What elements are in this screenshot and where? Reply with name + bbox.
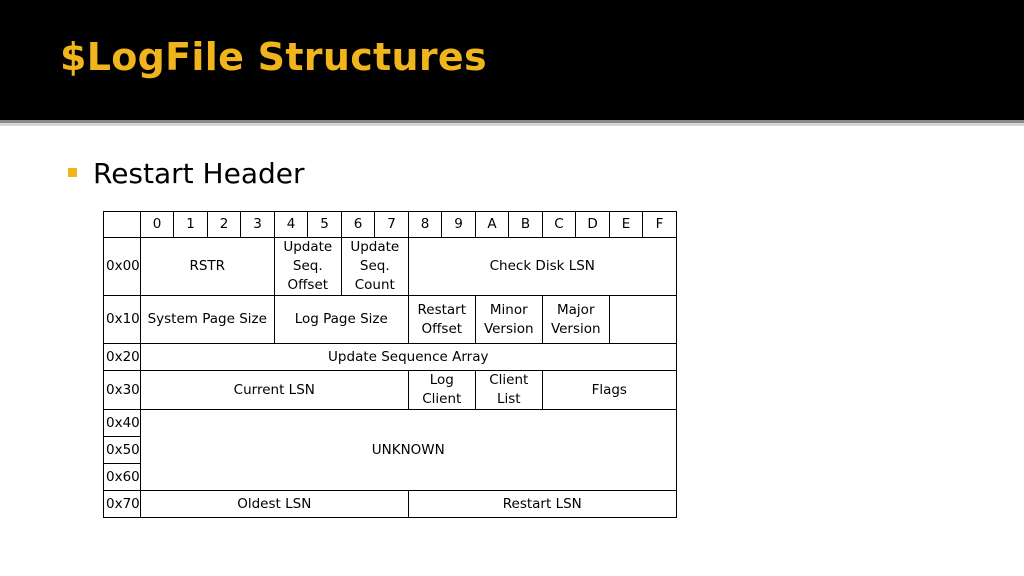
field-cell: Log Client: [407, 370, 476, 410]
column-header: C: [541, 211, 577, 238]
column-header: B: [508, 211, 543, 238]
bullet-item: Restart Header: [68, 160, 305, 188]
column-header: 3: [240, 211, 275, 238]
row-offset-label: 0x50: [103, 436, 141, 464]
table-row: 0x60: [103, 463, 677, 491]
field-cell: Log Page Size: [273, 295, 409, 344]
row-offset-label: 0x10: [103, 295, 141, 344]
column-header: 4: [273, 211, 309, 238]
column-header: F: [642, 211, 677, 238]
field-cell: Check Disk LSN: [407, 237, 677, 296]
row-offset-label: 0x70: [103, 490, 141, 518]
title-divider: [0, 120, 1024, 123]
field-cell: RSTR: [139, 237, 275, 296]
column-header: E: [608, 211, 644, 238]
slide-title: $LogFile Structures: [60, 35, 487, 79]
field-cell: Client List: [474, 370, 543, 410]
column-header: D: [575, 211, 610, 238]
field-cell: Update Seq. Count: [340, 237, 409, 296]
column-header: 6: [340, 211, 376, 238]
field-cell: Major Version: [541, 295, 610, 344]
title-divider-shadow: [0, 123, 1024, 126]
field-cell: Flags: [541, 370, 677, 410]
field-cell: Restart LSN: [407, 490, 677, 518]
field-cell: Restart Offset: [407, 295, 476, 344]
column-header: 0: [139, 211, 175, 238]
row-offset-label: 0x00: [103, 237, 141, 296]
row-offset-label: 0x60: [103, 463, 141, 491]
column-header: A: [474, 211, 510, 238]
row-offset-label: 0x20: [103, 343, 141, 371]
column-header: 8: [407, 211, 443, 238]
row-offset-label: 0x40: [103, 409, 141, 437]
bullet-text: Restart Header: [93, 157, 305, 190]
column-header: 7: [374, 211, 409, 238]
column-header: 1: [173, 211, 208, 238]
title-bar: $LogFile Structures: [0, 0, 1024, 120]
bullet-square-icon: [68, 167, 77, 177]
field-cell: System Page Size: [139, 295, 275, 344]
field-cell: UNKNOWN: [139, 409, 677, 491]
column-header: 5: [307, 211, 342, 238]
field-cell: Minor Version: [474, 295, 543, 344]
field-cell: [608, 295, 677, 344]
column-header: 9: [441, 211, 476, 238]
field-cell: Update Seq. Offset: [273, 237, 342, 296]
field-cell: Update Sequence Array: [139, 343, 677, 371]
corner-cell: [103, 211, 141, 238]
field-cell: Current LSN: [139, 370, 409, 410]
field-cell: Oldest LSN: [139, 490, 409, 518]
row-offset-label: 0x30: [103, 370, 141, 410]
column-header: 2: [206, 211, 242, 238]
table-row: 0x50: [103, 436, 677, 464]
